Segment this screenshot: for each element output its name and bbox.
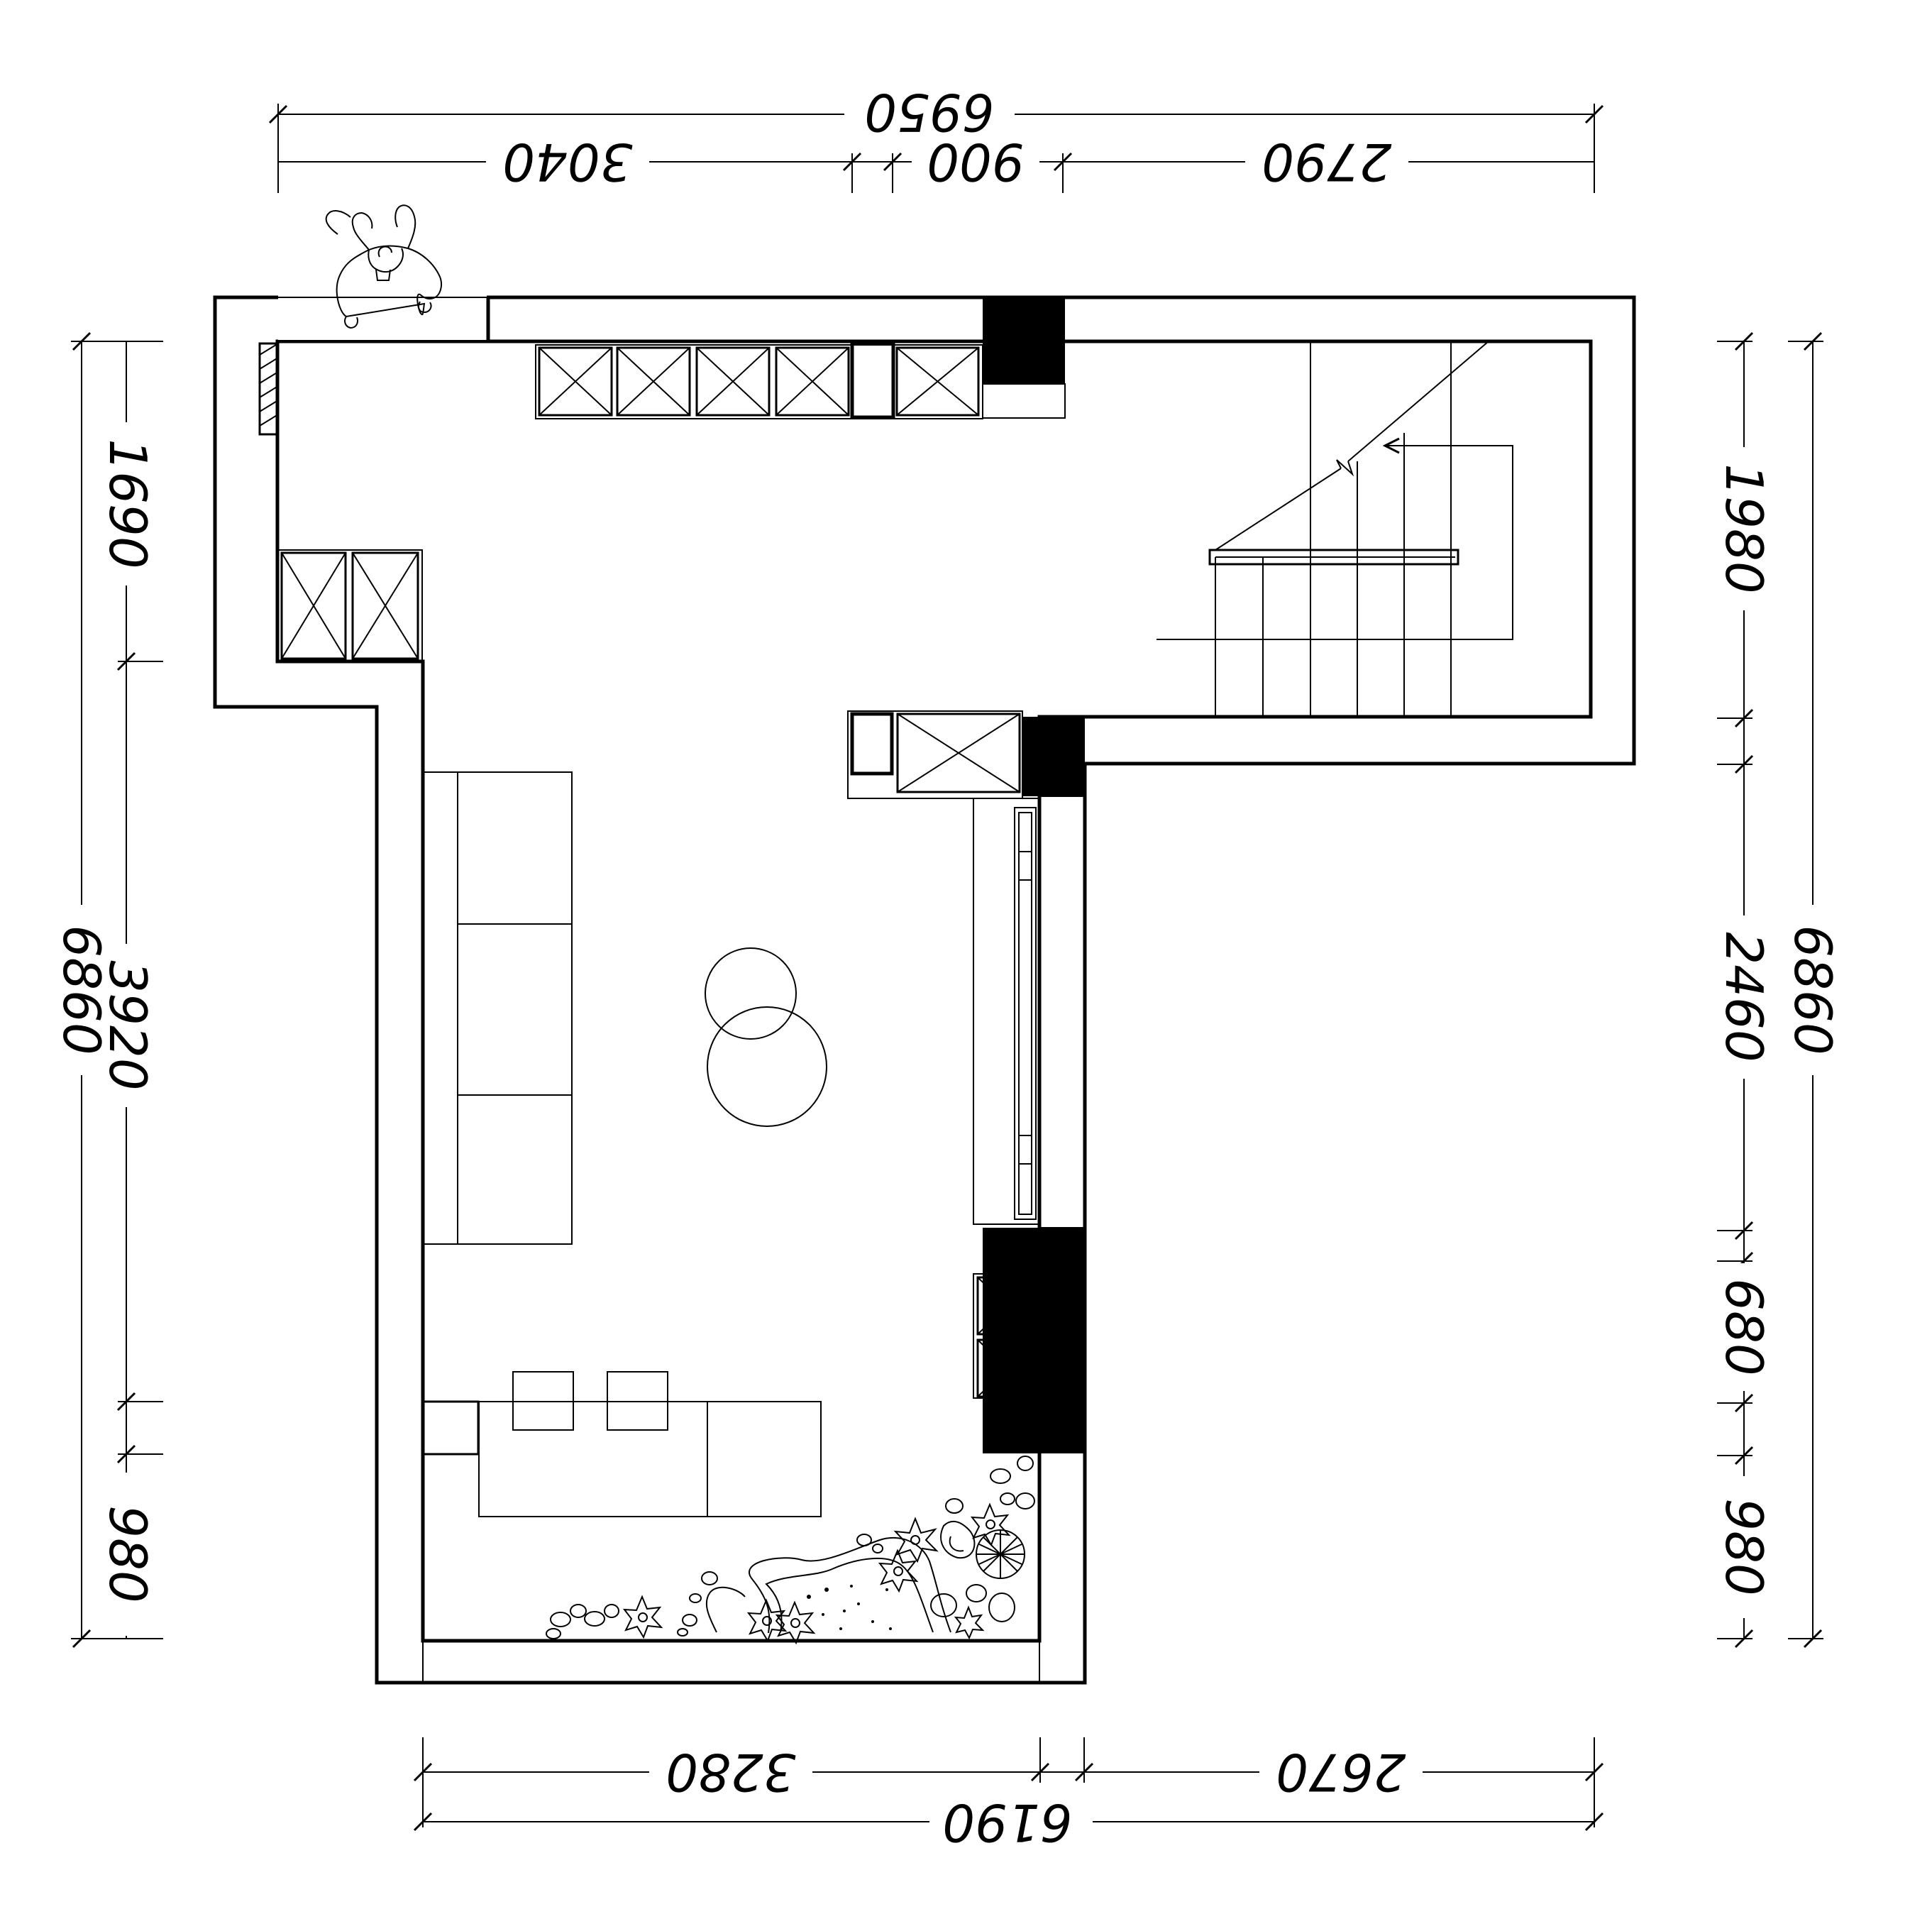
dim-right-680: 680 [1714, 1278, 1774, 1375]
dimension-left-segments [101, 341, 163, 1639]
ground-texture [807, 1585, 892, 1630]
coffee-tables [705, 947, 827, 1127]
staircase [1157, 341, 1513, 717]
dim-top-900: 900 [927, 132, 1024, 192]
cabinet-row-top [535, 341, 983, 419]
dim-top-3040: 3040 [502, 132, 632, 192]
cabinet-left [277, 549, 423, 662]
sofa [422, 771, 573, 1245]
wall-inner [275, 339, 1593, 1643]
dimension-bottom-overall [413, 1795, 1604, 1849]
dim-right-2460: 2460 [1714, 932, 1774, 1062]
flower-1 [893, 1517, 939, 1563]
dimension-labels: 6950 3040 900 2790 3280 2670 6190 6860 1… [52, 82, 1843, 1852]
cabinet-lower-right [973, 1273, 1039, 1399]
dim-right-1980: 1980 [1714, 463, 1774, 593]
dimension-left-overall [55, 331, 163, 1649]
flower-3 [970, 1502, 1011, 1547]
dim-left-980: 980 [98, 1505, 158, 1602]
dimension-top-overall [268, 84, 1604, 193]
dimension-right-overall [1787, 331, 1840, 1649]
dim-top-overall: 6950 [864, 82, 994, 142]
cabinet-mid [847, 710, 1023, 799]
garden-landscape [546, 1456, 1035, 1645]
walls [213, 293, 1636, 1685]
column-mid [1022, 717, 1085, 796]
flower-5 [775, 1600, 816, 1645]
dim-left-overall: 6860 [52, 925, 111, 1055]
stair-landing-rail [1208, 549, 1459, 566]
dimension-top-segments [278, 135, 1594, 193]
dim-bottom-overall: 6190 [942, 1793, 1072, 1852]
dimension-right-segments [1717, 331, 1771, 1649]
plant-cluster-right [976, 1529, 1025, 1579]
person-figure [325, 204, 443, 329]
dim-left-1690: 1690 [98, 439, 158, 568]
dim-left-3920: 3920 [98, 960, 158, 1090]
tv-wall [973, 798, 1039, 1225]
dim-bottom-3280: 3280 [666, 1742, 795, 1802]
dimension-bottom-segments [413, 1737, 1604, 1827]
entrance-post [258, 342, 280, 436]
flower-4 [746, 1598, 788, 1643]
flower-2 [878, 1549, 919, 1593]
dim-right-overall: 6860 [1783, 925, 1843, 1055]
dim-top-2790: 2790 [1262, 132, 1391, 192]
column-top [983, 297, 1065, 384]
flower-6 [622, 1595, 663, 1639]
stair-direction-arrow [1157, 445, 1513, 640]
flower-7 [954, 1605, 985, 1640]
dim-bottom-2670: 2670 [1276, 1742, 1406, 1802]
fridge [850, 341, 895, 419]
dimension-lines [55, 84, 1840, 1849]
wall-outer [213, 295, 1636, 1685]
dim-right-980: 980 [1714, 1498, 1774, 1595]
dining-set [421, 1371, 822, 1517]
